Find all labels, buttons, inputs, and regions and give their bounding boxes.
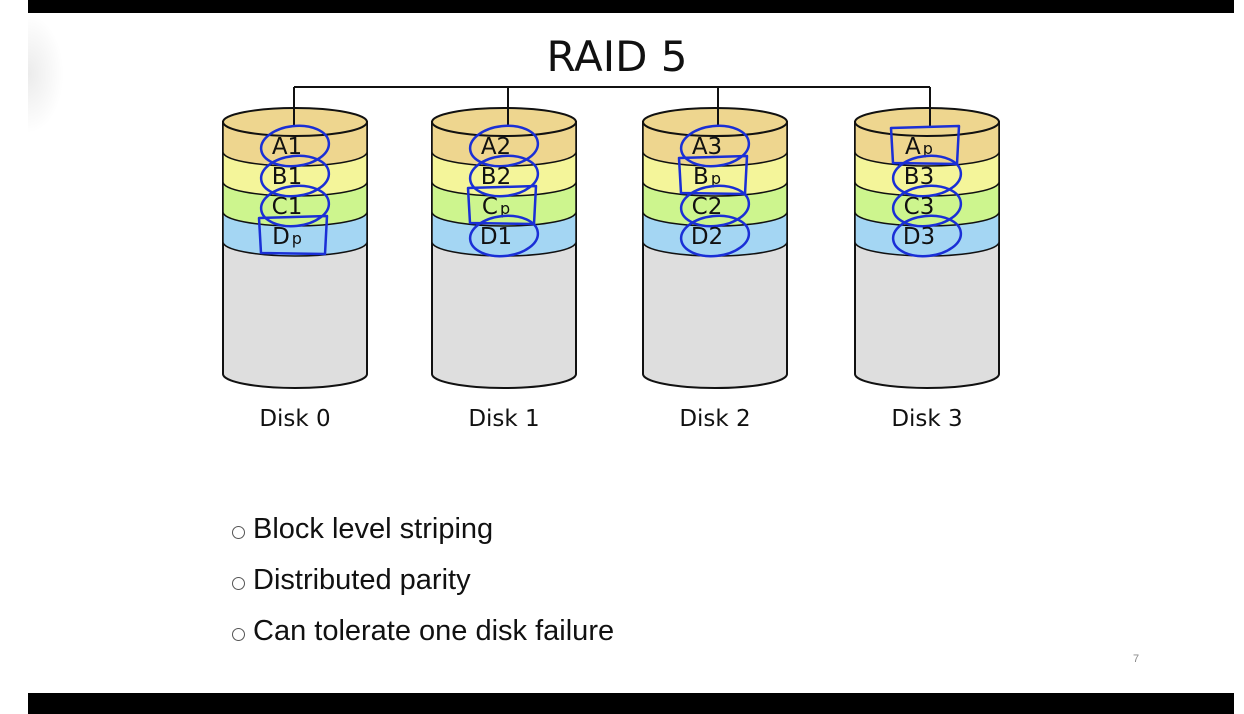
block-label: D2 xyxy=(691,224,723,250)
bullet-item: Can tolerate one disk failure xyxy=(232,606,614,657)
block-label: A3 xyxy=(692,134,722,160)
bullet-item: Block level striping xyxy=(232,504,614,555)
disk-top-cap xyxy=(642,107,788,137)
block-label: D3 xyxy=(903,224,935,250)
handwritten-circle-annotation xyxy=(468,214,540,258)
handwritten-circle-annotation xyxy=(259,154,331,198)
handwritten-circle-annotation xyxy=(679,124,751,168)
handwritten-circle-annotation xyxy=(679,214,751,258)
handwritten-box-annotation xyxy=(257,214,329,256)
top-letterbox-bar xyxy=(28,0,1234,13)
handwritten-circle-annotation xyxy=(891,184,963,228)
handwritten-circle-annotation xyxy=(259,124,331,168)
slide-title: RAID 5 xyxy=(546,32,687,81)
block-label: B3 xyxy=(904,164,934,190)
hollow-circle-bullet-icon xyxy=(232,628,245,641)
bullet-text: Can tolerate one disk failure xyxy=(253,615,615,647)
hollow-circle-bullet-icon xyxy=(232,577,245,590)
block-label: A2 xyxy=(481,134,511,160)
block-label: C3 xyxy=(904,194,935,220)
disk-label: Disk 2 xyxy=(679,406,750,432)
disk-top-cap xyxy=(854,107,1000,137)
block-label: C2 xyxy=(692,194,723,220)
bottom-letterbox-bar xyxy=(28,693,1234,714)
page-number: 7 xyxy=(1133,653,1140,665)
disk-top-cap xyxy=(431,107,577,137)
handwritten-circle-annotation xyxy=(679,184,751,228)
block-label: B1 xyxy=(272,164,302,190)
edge-shadow xyxy=(28,14,64,134)
disk-label: Disk 1 xyxy=(468,406,539,432)
block-label: C1 xyxy=(272,194,303,220)
disk-label: Disk 0 xyxy=(259,406,330,432)
handwritten-circle-annotation xyxy=(468,124,540,168)
handwritten-circle-annotation xyxy=(891,154,963,198)
bullet-item: Distributed parity xyxy=(232,555,614,606)
block-label: B2 xyxy=(481,164,511,190)
block-label: A1 xyxy=(272,134,302,160)
block-label: D1 xyxy=(480,224,512,250)
handwritten-circle-annotation xyxy=(891,214,963,258)
hollow-circle-bullet-icon xyxy=(232,526,245,539)
handwritten-circle-annotation xyxy=(468,154,540,198)
bullet-list: Block level striping Distributed parity … xyxy=(232,504,614,657)
handwritten-circle-annotation xyxy=(259,184,331,228)
bullet-text: Block level striping xyxy=(253,513,494,545)
disk-label: Disk 3 xyxy=(891,406,962,432)
bullet-text: Distributed parity xyxy=(253,564,471,596)
